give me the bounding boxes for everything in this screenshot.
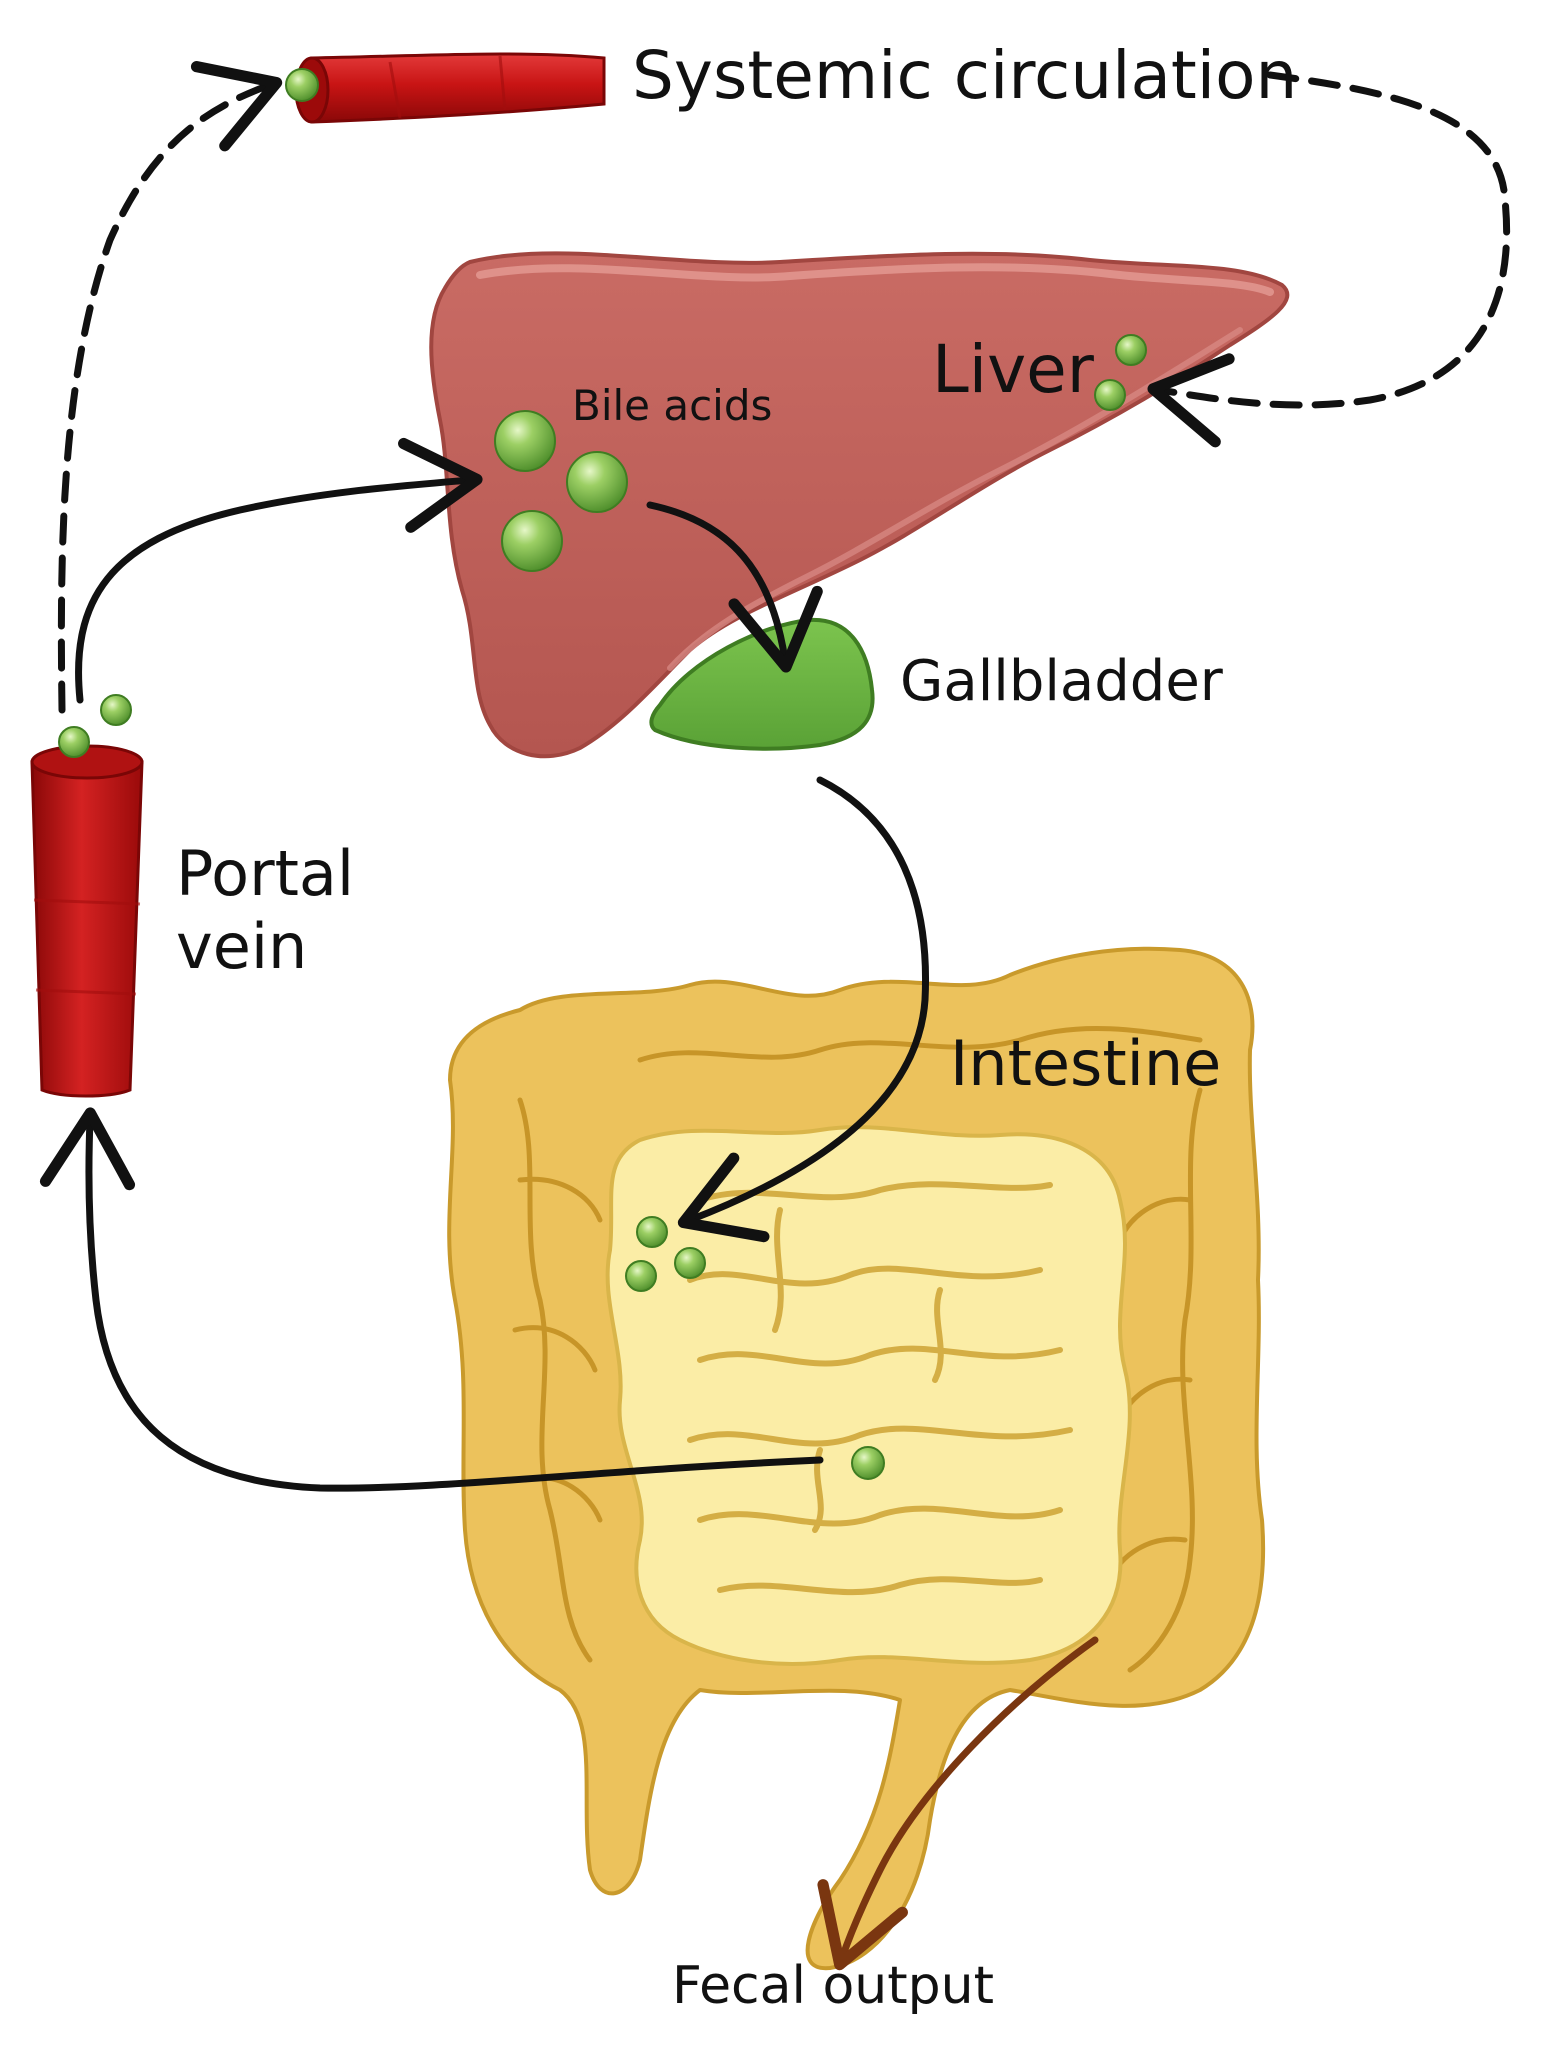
portal-vein-vessel — [32, 746, 142, 1096]
bile-acid-icon — [567, 452, 627, 512]
systemic-circulation-vessel — [296, 54, 604, 122]
bile-acid-icon — [1095, 380, 1125, 410]
bile-acid-icon — [675, 1248, 705, 1278]
intestine-label: Intestine — [950, 1027, 1221, 1100]
bile-acid-icon — [495, 411, 555, 471]
bile-acid-icon — [852, 1447, 884, 1479]
liver-label: Liver — [932, 331, 1095, 408]
arrow-portal-to-systemic — [61, 85, 270, 710]
arrow-portal-to-liver — [79, 480, 470, 700]
bile-acid-icon — [626, 1261, 656, 1291]
systemic-circulation-label: Systemic circulation — [632, 37, 1297, 114]
portal-vein-label-line2: vein — [176, 910, 307, 983]
fecal-output-label: Fecal output — [672, 1956, 994, 2016]
bile-acid-icon — [59, 727, 89, 757]
bile-acid-icon — [286, 69, 318, 101]
bile-acids-label: Bile acids — [572, 381, 772, 430]
bile-acid-icon — [502, 511, 562, 571]
bile-acid-icon — [1116, 335, 1146, 365]
bile-acid-icon — [637, 1217, 667, 1247]
small-intestine — [608, 1127, 1130, 1664]
portal-vein-label-line1: Portal — [176, 837, 354, 910]
bile-acid-icon — [101, 695, 131, 725]
gallbladder-label: Gallbladder — [900, 649, 1224, 714]
